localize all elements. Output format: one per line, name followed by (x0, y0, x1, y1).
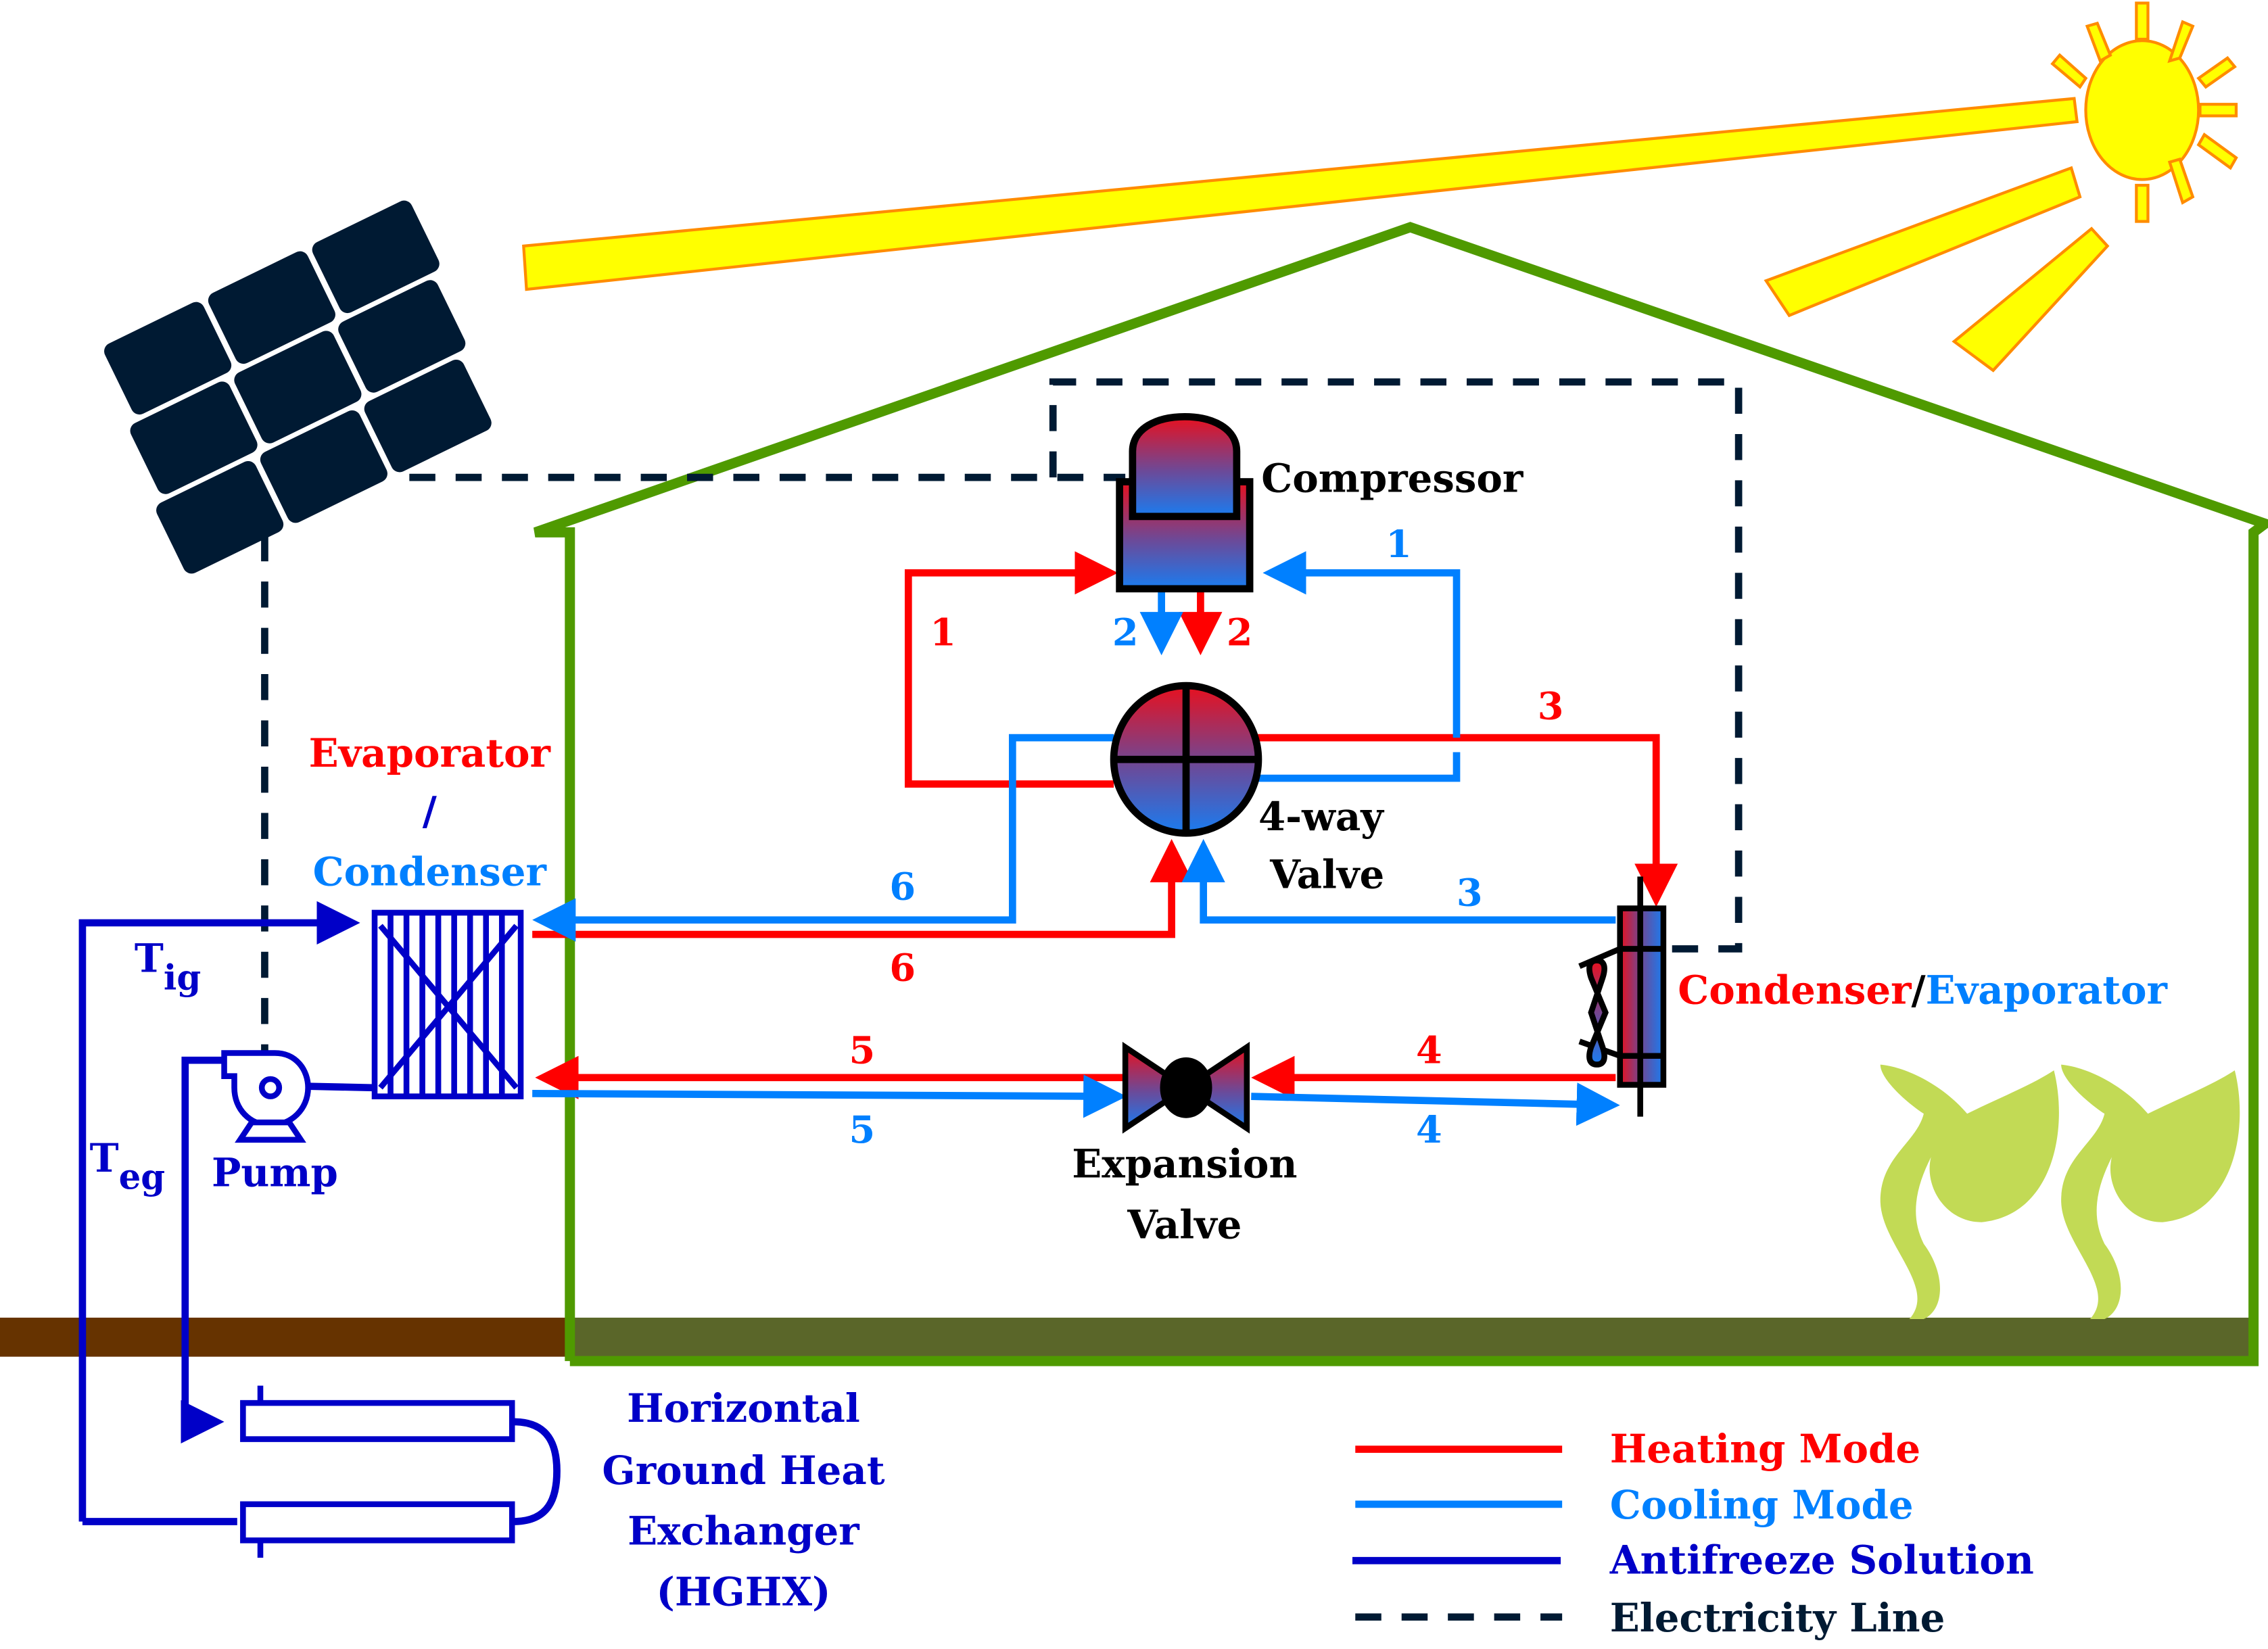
expansion-valve-icon (1122, 1041, 1250, 1134)
cooling-state-6: 6 (889, 865, 916, 909)
legend-label-electricity: Electricity Line (1610, 1595, 1945, 1641)
four-way-valve-label-2: Valve (1269, 852, 1384, 898)
hghx-label-4: (HGHX) (657, 1569, 831, 1615)
hghx-label-1: Horizontal (627, 1385, 860, 1431)
t-eg-main: T (90, 1135, 119, 1181)
sun-disc (2084, 39, 2200, 181)
cooling-flow (532, 551, 1620, 1126)
heating-state-3: 3 (1538, 684, 1564, 728)
plant-icon (1880, 1064, 2240, 1320)
legend-label-antifreeze: Antifreeze Solution (1609, 1537, 2034, 1583)
electricity-line (261, 378, 1743, 1056)
heating-flow (532, 551, 1678, 1099)
right-hx-label-heating: Condenser (1678, 967, 1912, 1013)
left-hx-label-cooling: Condenser (313, 849, 548, 894)
heating-state-1: 1 (930, 611, 956, 654)
greenhouse-outline (533, 222, 2268, 1366)
expansion-valve-label-1: Expansion (1072, 1141, 1297, 1187)
four-way-valve-icon (1110, 682, 1262, 837)
legend-label-cooling: Cooling Mode (1610, 1482, 1914, 1528)
t-eg-label: Teg (90, 1135, 166, 1198)
right-heat-exchanger-icon (1578, 876, 1667, 1117)
antifreeze-loop (78, 901, 561, 1525)
sun-ray-long (522, 97, 2079, 291)
four-way-valve-label-1: 4-way (1258, 794, 1384, 840)
heating-state-6: 6 (889, 947, 916, 990)
pump-label: Pump (212, 1149, 338, 1195)
cooling-state-5: 5 (849, 1108, 876, 1152)
left-hx-label-heating: Evaporator (309, 730, 552, 776)
hghx-label-2: Ground Heat (602, 1448, 884, 1493)
compressor-icon (1116, 412, 1254, 593)
cooling-state-4: 4 (1416, 1108, 1442, 1152)
legend: Heating Mode Cooling Mode Antifreeze Sol… (1352, 1426, 2034, 1641)
cooling-state-2: 2 (1112, 611, 1139, 654)
compressor-label: Compressor (1261, 456, 1524, 502)
t-eg-sub: eg (119, 1157, 166, 1198)
expansion-valve-label-2: Valve (1127, 1201, 1242, 1247)
hghx-icon (240, 1385, 515, 1558)
t-ig-label: Tig (135, 936, 201, 999)
ground-outside (0, 1317, 570, 1357)
solar-panel-icon (104, 200, 492, 574)
heating-state-2: 2 (1227, 611, 1253, 654)
sun-ray-short (1952, 226, 2110, 373)
legend-label-heating: Heating Mode (1610, 1426, 1920, 1472)
cooling-state-1: 1 (1386, 523, 1412, 567)
left-hx-label-sep: / (423, 788, 438, 834)
sun-ray-mid (1764, 166, 2082, 318)
left-heat-exchanger-icon (371, 909, 524, 1099)
pump-icon (221, 1050, 311, 1143)
ground-inside (569, 1317, 2257, 1362)
right-hx-label-sep: / (1912, 967, 1927, 1013)
right-hx-label-cooling: Evaporator (1926, 967, 2169, 1013)
hghx-label-3: Exchanger (628, 1508, 860, 1554)
cooling-state-3: 3 (1457, 871, 1483, 915)
right-hx-label: Condenser/Evaporator (1678, 967, 2168, 1013)
heating-state-4: 4 (1416, 1028, 1442, 1072)
t-ig-sub: ig (164, 957, 201, 998)
t-ig-main: T (135, 936, 164, 982)
fan-icon (1586, 957, 1609, 1068)
sun-icon (522, 1, 2238, 373)
heating-state-5: 5 (849, 1028, 876, 1072)
